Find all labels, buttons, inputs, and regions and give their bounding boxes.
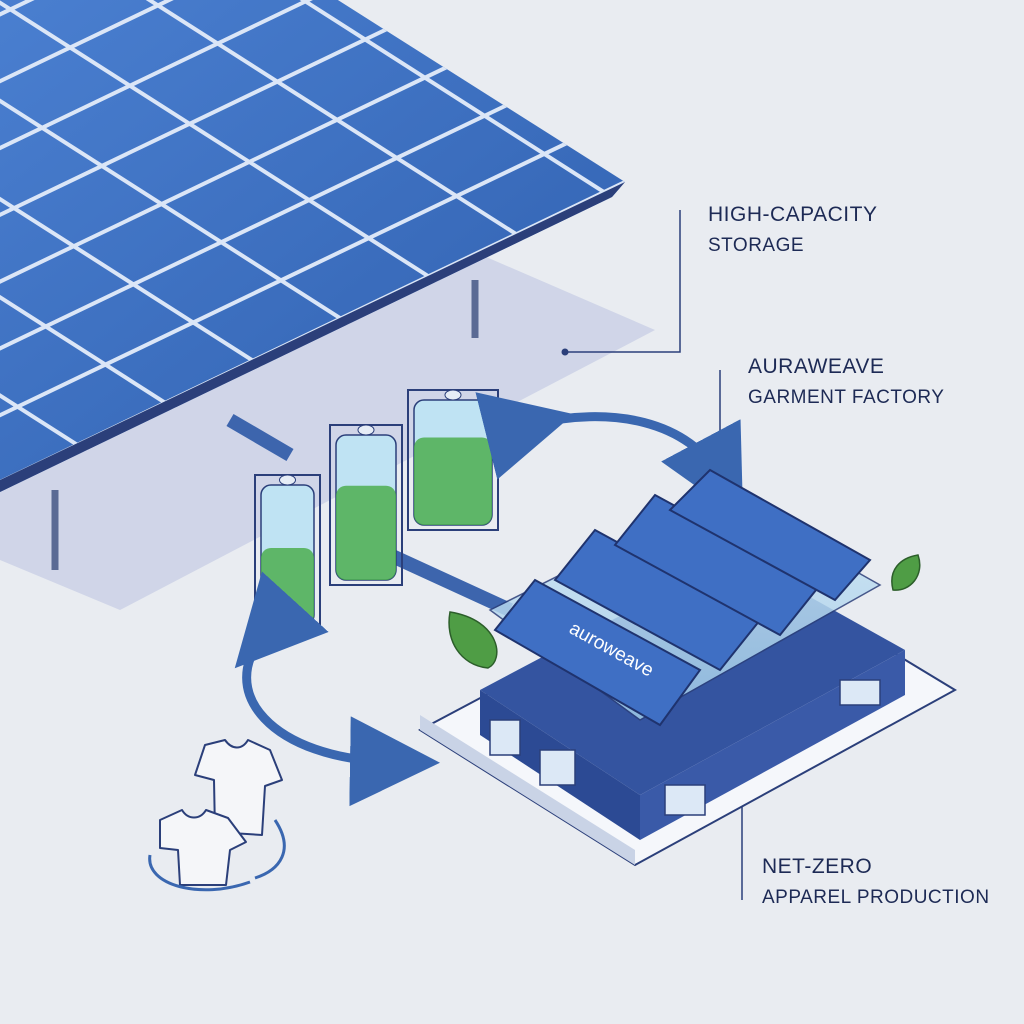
panel-gap: [0, 0, 538, 347]
panel-gap: [0, 0, 625, 492]
panel-gap: [0, 0, 625, 305]
panel-gap: [0, 64, 186, 492]
panel-gap: [0, 0, 450, 389]
battery-unit: [254, 474, 321, 631]
label-storage-title: HIGH-CAPACITY: [708, 203, 878, 226]
label-production: NET-ZERO APPAREL PRODUCTION: [762, 855, 990, 909]
leader-dot: [561, 348, 569, 356]
panel-gap: [0, 0, 625, 492]
power-cable: [226, 413, 513, 617]
label-factory-subtitle: GARMENT FACTORY: [748, 387, 945, 408]
label-storage: HIGH-CAPACITY STORAGE: [708, 203, 877, 257]
recycled-shirt-icon: [159, 739, 283, 886]
label-factory: AURAWEAVE GARMENT FACTORY: [748, 355, 944, 409]
panel-gap: [10, 0, 625, 263]
recycle-loop-icon: [148, 819, 286, 892]
panel-supports: [51, 280, 479, 570]
battery-unit: [329, 424, 403, 586]
panel-gap: [0, 0, 362, 431]
label-storage-subtitle: STORAGE: [708, 235, 805, 256]
leaf-icon: [448, 611, 498, 669]
solar-panel-array: [0, 0, 625, 492]
factory-building: [418, 468, 958, 867]
label-production-subtitle: APPAREL PRODUCTION: [762, 887, 990, 908]
panel-gap: [0, 0, 625, 388]
panel-gap: [0, 0, 625, 492]
leaf-icon: [891, 554, 921, 591]
panel-gap: [0, 22, 274, 473]
flow-arrow-battery-to-production: [234, 571, 440, 807]
label-production-title: NET-ZERO: [762, 855, 873, 878]
panel-shadow: [0, 250, 655, 610]
panel-gap: [0, 0, 625, 464]
panel-gap: [0, 0, 625, 426]
battery-unit: [407, 389, 499, 531]
flow-arrow-storage-to-factory: [475, 392, 744, 520]
label-factory-title: AURAWEAVE: [748, 355, 885, 378]
